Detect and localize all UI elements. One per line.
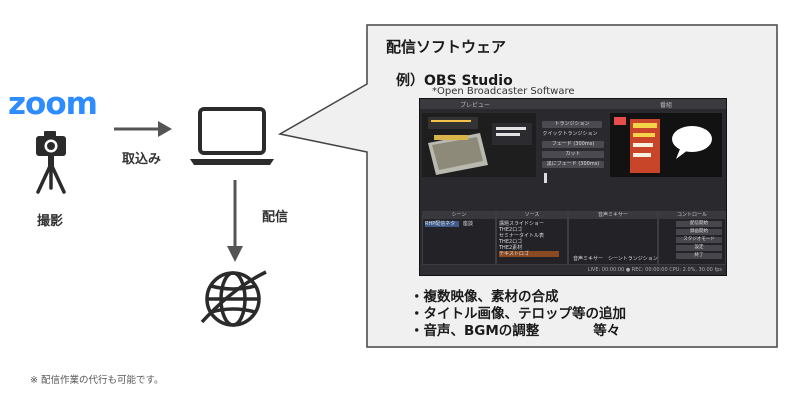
program-header: 番組 xyxy=(660,102,673,109)
exit-button[interactable]: 終了 xyxy=(676,253,722,259)
mixer-footer: 音声ミキサー シーントランジション xyxy=(573,256,658,262)
source-item[interactable]: THE2ロゴ xyxy=(499,227,523,233)
source-item[interactable]: テキストロゴ xyxy=(499,251,559,257)
source-item[interactable]: セミナータイトル表 xyxy=(499,233,545,239)
program-pane xyxy=(610,113,722,177)
start-recording-button[interactable]: 録画開始 xyxy=(676,229,722,235)
distribute-label: 配信 xyxy=(262,210,289,225)
fade-to-black-button[interactable]: 黒にフェード (300ms) xyxy=(542,161,604,168)
preview-pane xyxy=(422,113,536,177)
footnote: ※ 配信作業の代行も可能です。 xyxy=(30,375,164,386)
feature-item: ・複数映像、素材の合成 xyxy=(410,289,559,305)
transition-slider[interactable] xyxy=(544,173,547,183)
obs-header-bar xyxy=(420,99,726,109)
scenes-header: シーン xyxy=(423,212,495,219)
example-heading: 例）OBS Studio xyxy=(396,73,513,89)
right-arrow-icon xyxy=(114,121,172,137)
scene-item[interactable]: 座談 xyxy=(463,221,474,227)
status-text: LIVE: 00:00:00 ● REC: 00:00:00 CPU: 2.0%… xyxy=(587,267,722,273)
transition-button[interactable]: トランジション xyxy=(542,121,602,128)
source-item[interactable]: THE2ロゴ xyxy=(499,239,523,245)
fade-select[interactable]: フェード (300ms) xyxy=(542,141,604,148)
controls-dock: コントロール 配信開始 録画開始 スタジオモード 設定 終了 xyxy=(658,211,726,265)
cut-button[interactable]: カット xyxy=(542,151,604,158)
zoom-logo: zoom xyxy=(8,86,98,122)
capture-label: 取込み xyxy=(122,152,162,167)
feature-list: ・複数映像、素材の合成 ・タイトル画像、テロップ等の追加 ・音声、BGMの調整 … xyxy=(410,289,626,340)
feature-item: ・タイトル画像、テロップ等の追加 xyxy=(410,306,626,322)
down-arrow-icon xyxy=(227,180,243,262)
studio-mode-button[interactable]: スタジオモード xyxy=(676,237,722,243)
laptop-icon xyxy=(190,107,274,165)
feature-item: ・音声、BGMの調整 等々 xyxy=(410,323,621,339)
callout-title: 配信ソフトウェア xyxy=(386,38,507,56)
controls-header: コントロール xyxy=(659,212,725,219)
source-item[interactable]: THE2素材 xyxy=(499,245,523,251)
settings-button[interactable]: 設定 xyxy=(676,245,722,251)
obs-screenshot: プレビュー 番組 トランジション クイックトランジション フェード (300ms… xyxy=(419,98,727,276)
transition-panel: トランジション クイックトランジション フェード (300ms) カット 黒にフ… xyxy=(538,121,608,211)
obs-status-bar: LIVE: 00:00:00 ● REC: 00:00:00 CPU: 2.0%… xyxy=(420,265,726,275)
mixer-dock: 音声ミキサー 音声ミキサー シーントランジション xyxy=(568,211,658,265)
preview-header: プレビュー xyxy=(460,102,491,109)
sources-header: ソース xyxy=(497,212,567,219)
source-item[interactable]: 講題スライドショー xyxy=(499,221,545,227)
scene-item[interactable]: RHP配信ネタ xyxy=(425,221,459,227)
start-streaming-button[interactable]: 配信開始 xyxy=(676,221,722,227)
mixer-header: 音声ミキサー xyxy=(569,212,657,219)
quick-transition-label: クイックトランジション xyxy=(542,131,598,137)
globe-icon xyxy=(200,270,267,327)
camera-label: 撮影 xyxy=(37,214,64,229)
sources-dock: ソース 講題スライドショー THE2ロゴ セミナータイトル表 THE2ロゴ TH… xyxy=(496,211,568,265)
camera-on-tripod-icon xyxy=(36,131,66,194)
scenes-dock: シーン RHP配信ネタ 座談 xyxy=(422,211,496,265)
example-note: *Open Broadcaster Software xyxy=(432,86,575,97)
